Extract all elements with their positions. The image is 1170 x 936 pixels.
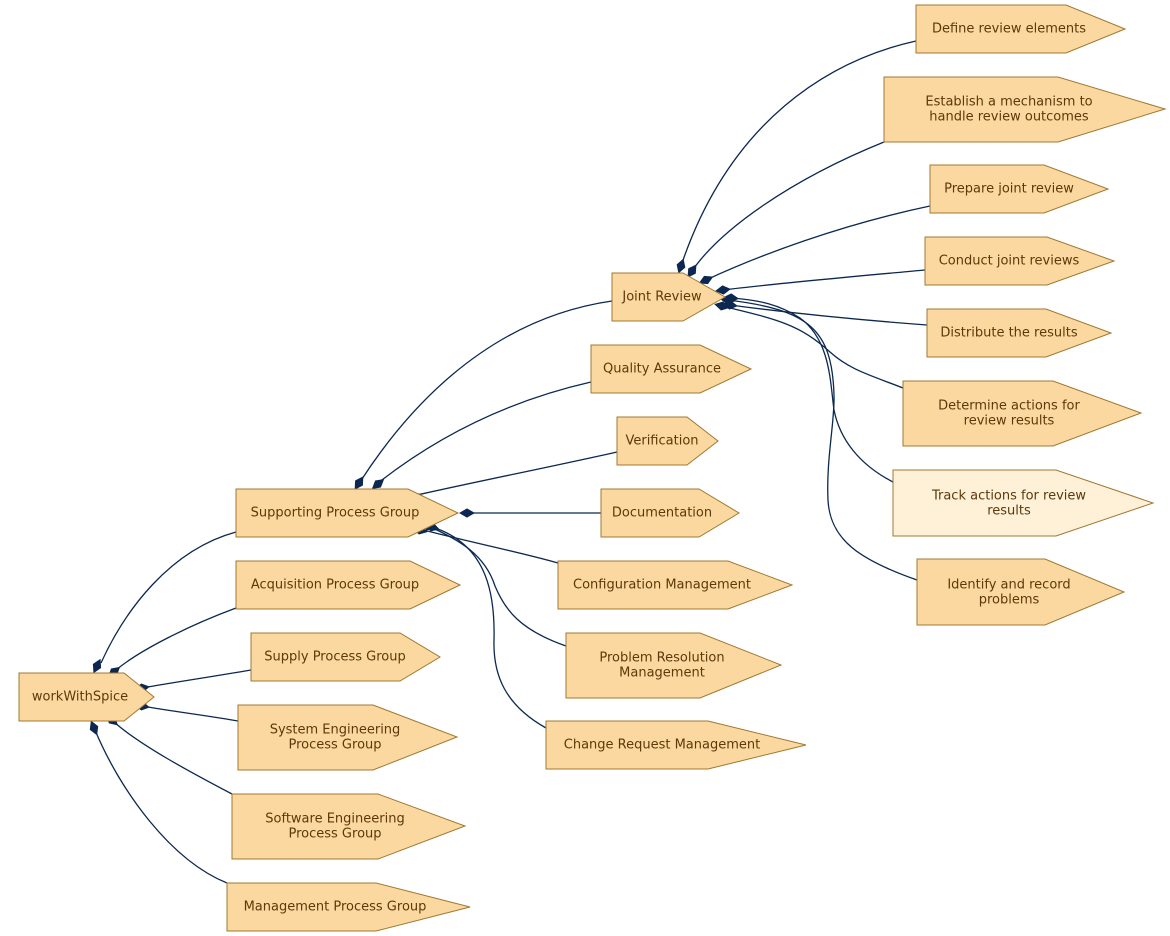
node-shape bbox=[237, 704, 459, 771]
edge-connector bbox=[94, 729, 228, 884]
node-root-label: workWithSpice bbox=[32, 690, 128, 705]
composition-diamond-marker bbox=[714, 301, 730, 311]
edges-layer bbox=[94, 40, 931, 884]
edge-connector bbox=[721, 305, 904, 389]
composition-diamond-marker bbox=[458, 508, 476, 518]
node-shape bbox=[883, 76, 1167, 143]
edge-connector bbox=[141, 705, 239, 722]
node-task[interactable]: Conduct joint reviews bbox=[924, 236, 1116, 286]
node-root-shape bbox=[18, 672, 155, 722]
node-task[interactable]: Define review elements bbox=[915, 4, 1127, 54]
edge-connector bbox=[377, 381, 592, 484]
edge-connector bbox=[100, 531, 237, 664]
node-label: Configuration Management bbox=[573, 578, 751, 593]
node-label: Change Request Management bbox=[564, 738, 760, 753]
node-shape bbox=[926, 308, 1113, 358]
edge-connector bbox=[419, 528, 559, 564]
node-process-group[interactable]: Acquisition Process Group bbox=[235, 560, 462, 610]
node-supporting-process[interactable]: Quality Assurance bbox=[590, 344, 753, 394]
node-label: Acquisition Process Group bbox=[251, 578, 419, 593]
edge-connector bbox=[113, 721, 233, 795]
composition-diamond-marker bbox=[687, 264, 697, 278]
node-label: Verification bbox=[625, 434, 698, 449]
edge-connector bbox=[141, 669, 252, 689]
node-label: Distribute the results bbox=[940, 326, 1077, 341]
node-label: Supporting Process Group bbox=[251, 506, 420, 521]
composition-diamond-marker bbox=[371, 478, 385, 490]
node-supporting-process[interactable]: Configuration Management bbox=[557, 560, 794, 610]
node-supporting-process[interactable]: Verification bbox=[616, 416, 719, 466]
composition-diamond-marker bbox=[698, 275, 714, 285]
node-label: Management Process Group bbox=[244, 900, 427, 915]
edge-connector bbox=[722, 269, 926, 291]
edge-connector bbox=[727, 299, 918, 581]
node-shape bbox=[892, 469, 1155, 537]
composition-diamond-marker bbox=[354, 476, 364, 490]
node-process-group[interactable]: Supporting Process Group bbox=[235, 488, 460, 538]
node-supporting-process[interactable]: Documentation bbox=[600, 488, 740, 538]
node-shape bbox=[226, 882, 471, 932]
node-supporting-process[interactable]: Change Request Management bbox=[545, 720, 807, 770]
edge-connector bbox=[115, 607, 237, 671]
node-shape bbox=[611, 272, 727, 322]
node-label: Conduct joint reviews bbox=[939, 254, 1080, 269]
node-shape bbox=[915, 4, 1127, 54]
node-shape bbox=[929, 164, 1110, 214]
edge-connector bbox=[359, 300, 613, 483]
edge-connector bbox=[691, 141, 885, 272]
node-shape bbox=[565, 632, 783, 699]
node-shape bbox=[231, 793, 467, 860]
edge-connector bbox=[680, 40, 917, 267]
edge-connector bbox=[427, 525, 567, 647]
node-process-group[interactable]: Supply Process Group bbox=[250, 632, 441, 682]
edge-connector bbox=[412, 451, 618, 497]
edge-connector bbox=[729, 304, 928, 326]
node-shape bbox=[600, 488, 740, 538]
node-shape bbox=[924, 236, 1116, 286]
composition-diamond-marker bbox=[720, 295, 736, 305]
node-supporting-process[interactable]: Joint Review bbox=[611, 272, 727, 322]
node-label: Joint Review bbox=[621, 290, 702, 305]
node-label: Documentation bbox=[612, 506, 712, 521]
node-root[interactable]: workWithSpice bbox=[18, 672, 155, 722]
node-label: Supply Process Group bbox=[264, 650, 405, 665]
composition-diamond-marker bbox=[89, 720, 99, 736]
edge-connector bbox=[730, 297, 894, 483]
composition-diamond-marker bbox=[92, 658, 102, 674]
edge-connector bbox=[431, 526, 547, 729]
composition-diamond-marker bbox=[676, 258, 686, 274]
node-label: Quality Assurance bbox=[603, 362, 721, 377]
node-shape bbox=[235, 560, 462, 610]
node-shape bbox=[250, 632, 441, 682]
node-shape bbox=[902, 380, 1143, 447]
edge-connector bbox=[705, 205, 931, 281]
node-shape bbox=[916, 558, 1126, 626]
node-task[interactable]: Prepare joint review bbox=[929, 164, 1110, 214]
node-label: Prepare joint review bbox=[944, 182, 1074, 197]
node-label: Define review elements bbox=[932, 22, 1086, 37]
node-process-group[interactable]: Management Process Group bbox=[226, 882, 471, 932]
node-shape bbox=[557, 560, 794, 610]
composition-diamond-marker bbox=[715, 285, 731, 295]
node-shape bbox=[235, 488, 460, 538]
node-shape bbox=[616, 416, 719, 466]
node-shape bbox=[545, 720, 807, 770]
node-shape bbox=[590, 344, 753, 394]
node-task[interactable]: Distribute the results bbox=[926, 308, 1113, 358]
